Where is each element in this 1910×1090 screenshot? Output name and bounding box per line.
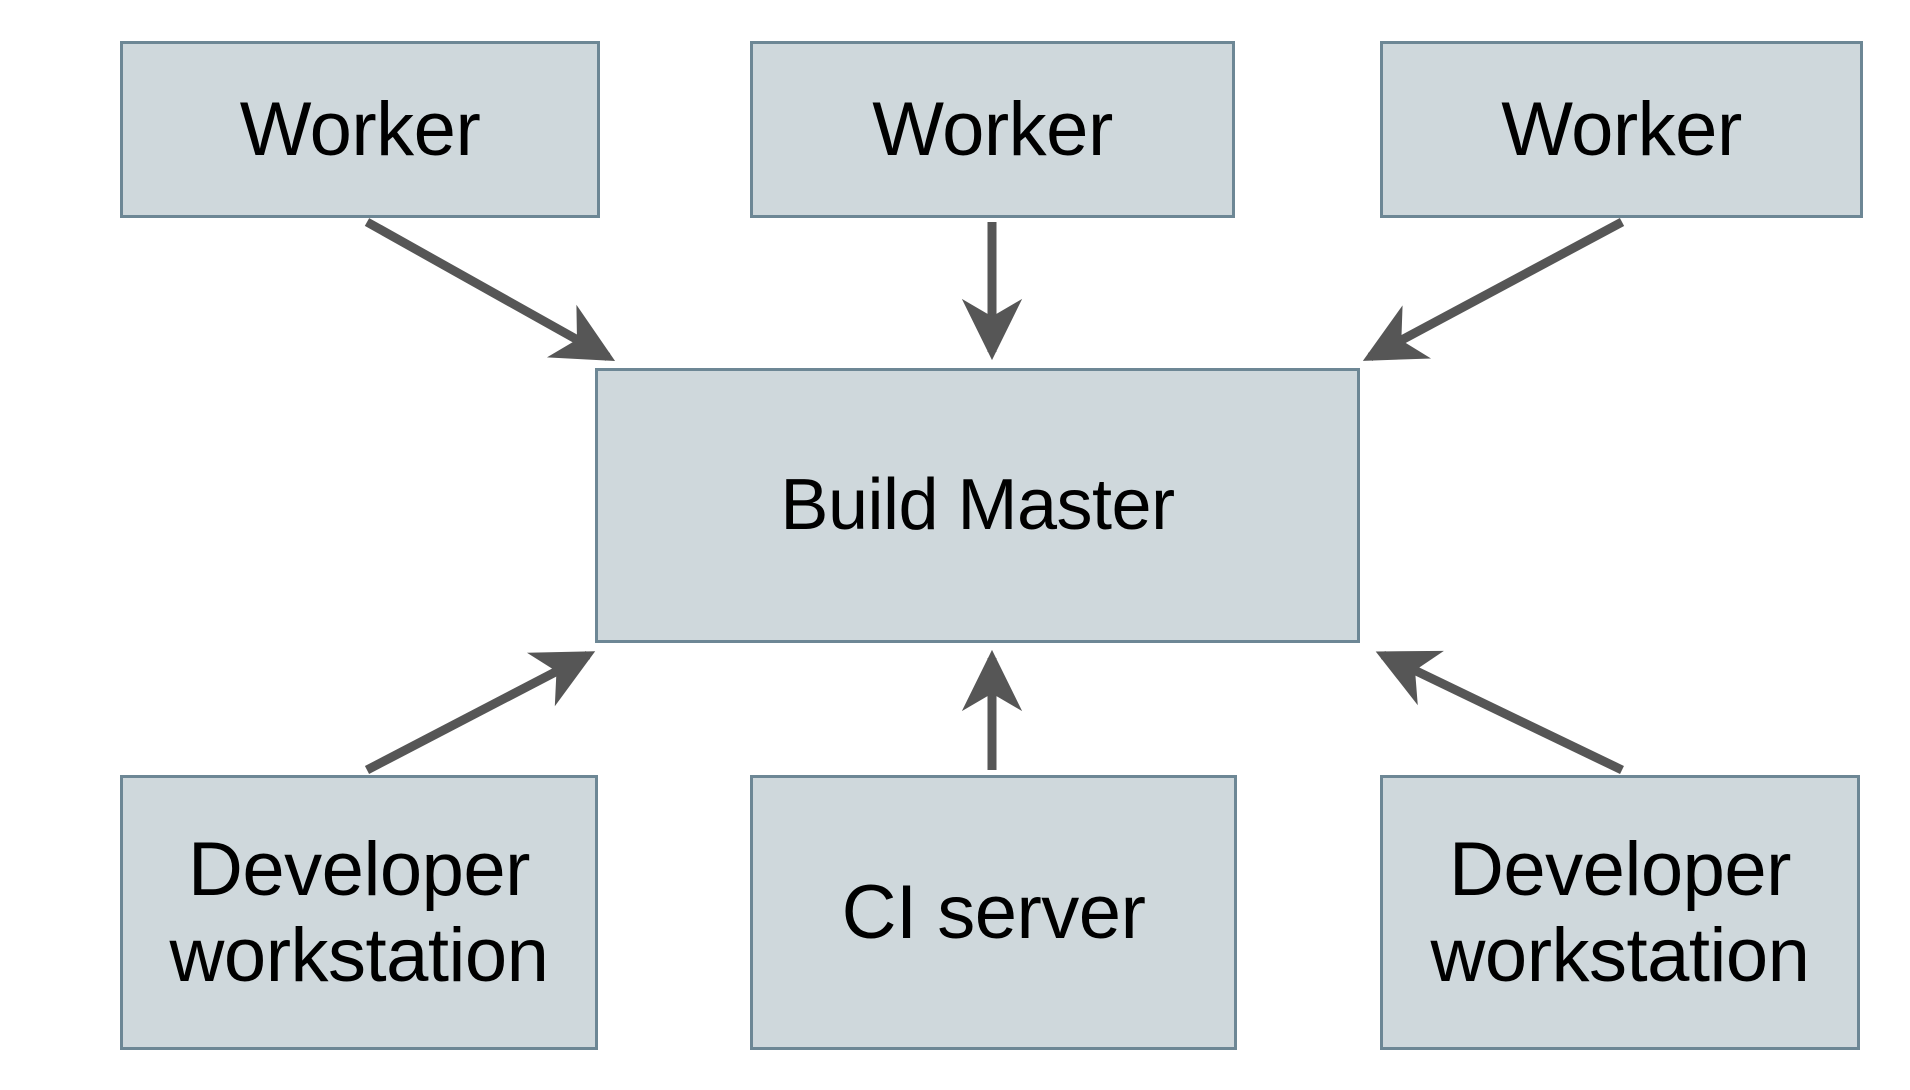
edge-dev-workstation-2-to-build-master <box>1375 650 1624 775</box>
node-build-master-label: Build Master <box>780 465 1175 546</box>
edge-dev-workstation-1-to-build-master <box>364 651 596 774</box>
node-worker-1-label: Worker <box>239 86 481 172</box>
node-worker-2-label: Worker <box>872 86 1113 172</box>
node-worker-2[interactable]: Worker <box>750 41 1235 218</box>
node-developer-workstation-1-label: Developer workstation <box>169 827 549 998</box>
edge-worker-1-to-build-master <box>364 218 616 361</box>
node-developer-workstation-1[interactable]: Developer workstation <box>120 775 598 1050</box>
edge-worker-3-to-build-master <box>1362 218 1625 361</box>
node-developer-workstation-2[interactable]: Developer workstation <box>1380 775 1860 1050</box>
node-ci-server[interactable]: CI server <box>750 775 1237 1050</box>
node-worker-3[interactable]: Worker <box>1380 41 1863 218</box>
node-worker-1[interactable]: Worker <box>120 41 600 218</box>
node-build-master[interactable]: Build Master <box>595 368 1360 643</box>
node-ci-server-label: CI server <box>841 869 1146 955</box>
node-developer-workstation-2-label: Developer workstation <box>1430 827 1810 998</box>
node-worker-3-label: Worker <box>1501 86 1742 172</box>
